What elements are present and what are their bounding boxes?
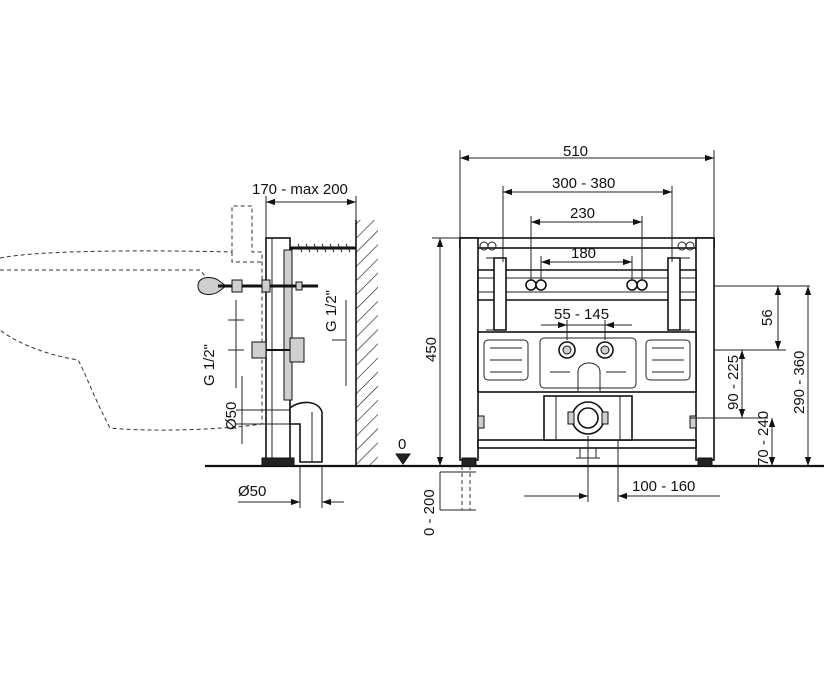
- floor-zero-marker: [395, 453, 411, 465]
- upper-bracket: [477, 269, 697, 301]
- supply-spacing-label: 55 - 145: [554, 306, 609, 323]
- waste-elbow: [289, 401, 323, 463]
- floor-zero-label: 0: [398, 436, 406, 453]
- supply-label-right: G 1/2": [323, 290, 340, 332]
- fixing-height-label: 290 - 360: [791, 351, 808, 414]
- fixing-spacing-label: 230: [570, 205, 595, 222]
- foot-adjust-label: 0 - 200: [421, 489, 438, 536]
- side-view: 170 - max 200 G 1/2" G 1/2" Ø50 Ø50: [0, 181, 378, 508]
- height-label: 450: [423, 337, 440, 362]
- bolt-spacing-label: 180: [571, 245, 596, 262]
- wall-hatch: [356, 220, 378, 466]
- waste-label-bottom: Ø50: [238, 483, 266, 500]
- bidet-outline: [0, 205, 263, 431]
- waste-offset-label: 100 - 160: [632, 478, 695, 495]
- width-label: 510: [563, 143, 588, 160]
- waste-label-vertical: Ø50: [223, 402, 240, 430]
- mounting-plate: [477, 331, 697, 393]
- waste-height-label: 70 - 240: [755, 411, 772, 466]
- supply-label-left: G 1/2": [201, 344, 218, 386]
- bracket-spacing-label: 300 - 380: [552, 175, 615, 192]
- fixing-bolt-left: [525, 279, 537, 291]
- depth-label: 170 - max 200: [252, 181, 348, 198]
- front-view: 510 300 - 380 230 180 55 - 145 100 - 160: [395, 143, 812, 536]
- supply-fitting: [251, 341, 267, 359]
- supply-top-label: 56: [759, 309, 776, 326]
- supply-height-label: 90 - 225: [725, 355, 742, 410]
- fixing-bolt-right: [626, 279, 638, 291]
